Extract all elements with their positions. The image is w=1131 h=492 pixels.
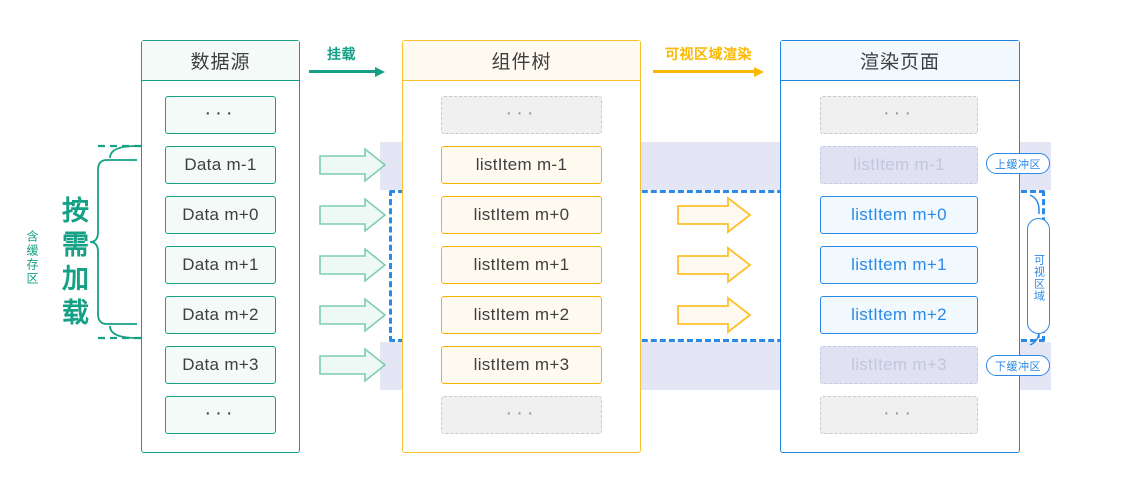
flow-label-mount: 挂载 — [327, 46, 356, 62]
row-label: listItem m+0 — [851, 205, 947, 224]
tree-row-listitem-m-p1[interactable]: listItem m+1 — [441, 246, 602, 284]
flow-line-mount — [309, 70, 377, 73]
flow-arrowhead-mount — [375, 66, 385, 77]
page-row-listitem-m-0[interactable]: listItem m+0 — [820, 196, 978, 234]
page-row-ellipsis-top[interactable]: ··· — [820, 96, 978, 134]
brace-vertical-guides — [109, 145, 138, 339]
mount-block-arrow-4 — [319, 297, 387, 333]
annotation-on-demand-load: 按需加载 — [58, 196, 88, 332]
source-row-data-m-p2[interactable]: Data m+2 — [165, 296, 276, 334]
page-row-listitem-m-p1[interactable]: listItem m+1 — [820, 246, 978, 284]
annotation-includes-buffer: 含缓存区 — [25, 230, 39, 286]
badge-top-buffer: 上缓冲区 — [986, 153, 1050, 174]
row-label: listItem m-1 — [475, 155, 568, 174]
badge-viewport: 可视区域 — [1027, 218, 1050, 334]
page-row-listitem-m-p2[interactable]: listItem m+2 — [820, 296, 978, 334]
flow-label-render: 可视区域渲染 — [665, 46, 752, 62]
page-row-listitem-m-1[interactable]: listItem m-1 — [820, 146, 978, 184]
column-header-rendered-page: 渲染页面 — [781, 41, 1019, 81]
mount-block-arrows — [319, 147, 387, 383]
column-header-data-source: 数据源 — [142, 41, 299, 81]
row-label: Data m+0 — [182, 205, 259, 224]
row-label: listItem m+2 — [473, 305, 570, 324]
source-row-data-m-p3[interactable]: Data m+3 — [165, 346, 276, 384]
source-row-data-m-0[interactable]: Data m+0 — [165, 196, 276, 234]
flow-arrowhead-render — [754, 66, 764, 77]
mount-block-arrow-3 — [319, 247, 387, 283]
page-row-ellipsis-bottom[interactable]: ··· — [820, 396, 978, 434]
row-label: Data m-1 — [184, 155, 257, 174]
mount-block-arrow-1 — [319, 147, 387, 183]
row-label: listItem m+3 — [473, 355, 570, 374]
source-row-data-m-p1[interactable]: Data m+1 — [165, 246, 276, 284]
row-label: listItem m+1 — [851, 255, 947, 274]
row-label: Data m+3 — [182, 355, 259, 374]
tree-row-ellipsis-bottom[interactable]: ··· — [441, 396, 602, 434]
mount-block-arrow-2 — [319, 197, 387, 233]
row-label: listItem m+1 — [473, 255, 570, 274]
row-label: listItem m+2 — [851, 305, 947, 324]
row-label: listItem m-1 — [853, 155, 945, 174]
mount-block-arrow-5 — [319, 347, 387, 383]
tree-row-listitem-m-p2[interactable]: listItem m+2 — [441, 296, 602, 334]
badge-bottom-buffer: 下缓冲区 — [986, 355, 1050, 376]
row-label: listItem m+3 — [851, 355, 947, 374]
row-label: Data m+2 — [182, 305, 259, 324]
tree-row-listitem-m-1[interactable]: listItem m-1 — [441, 146, 602, 184]
on-demand-brace — [89, 159, 137, 325]
column-header-component-tree: 组件树 — [403, 41, 640, 81]
source-row-data-m-1[interactable]: Data m-1 — [165, 146, 276, 184]
source-row-ellipsis-bottom[interactable]: ··· — [165, 396, 276, 434]
page-row-listitem-m-p3[interactable]: listItem m+3 — [820, 346, 978, 384]
row-label: listItem m+0 — [473, 205, 570, 224]
tree-row-listitem-m-p3[interactable]: listItem m+3 — [441, 346, 602, 384]
tree-row-listitem-m-0[interactable]: listItem m+0 — [441, 196, 602, 234]
row-label: Data m+1 — [182, 255, 259, 274]
source-row-ellipsis-top[interactable]: ··· — [165, 96, 276, 134]
flow-line-render — [653, 70, 756, 73]
tree-row-ellipsis-top[interactable]: ··· — [441, 96, 602, 134]
